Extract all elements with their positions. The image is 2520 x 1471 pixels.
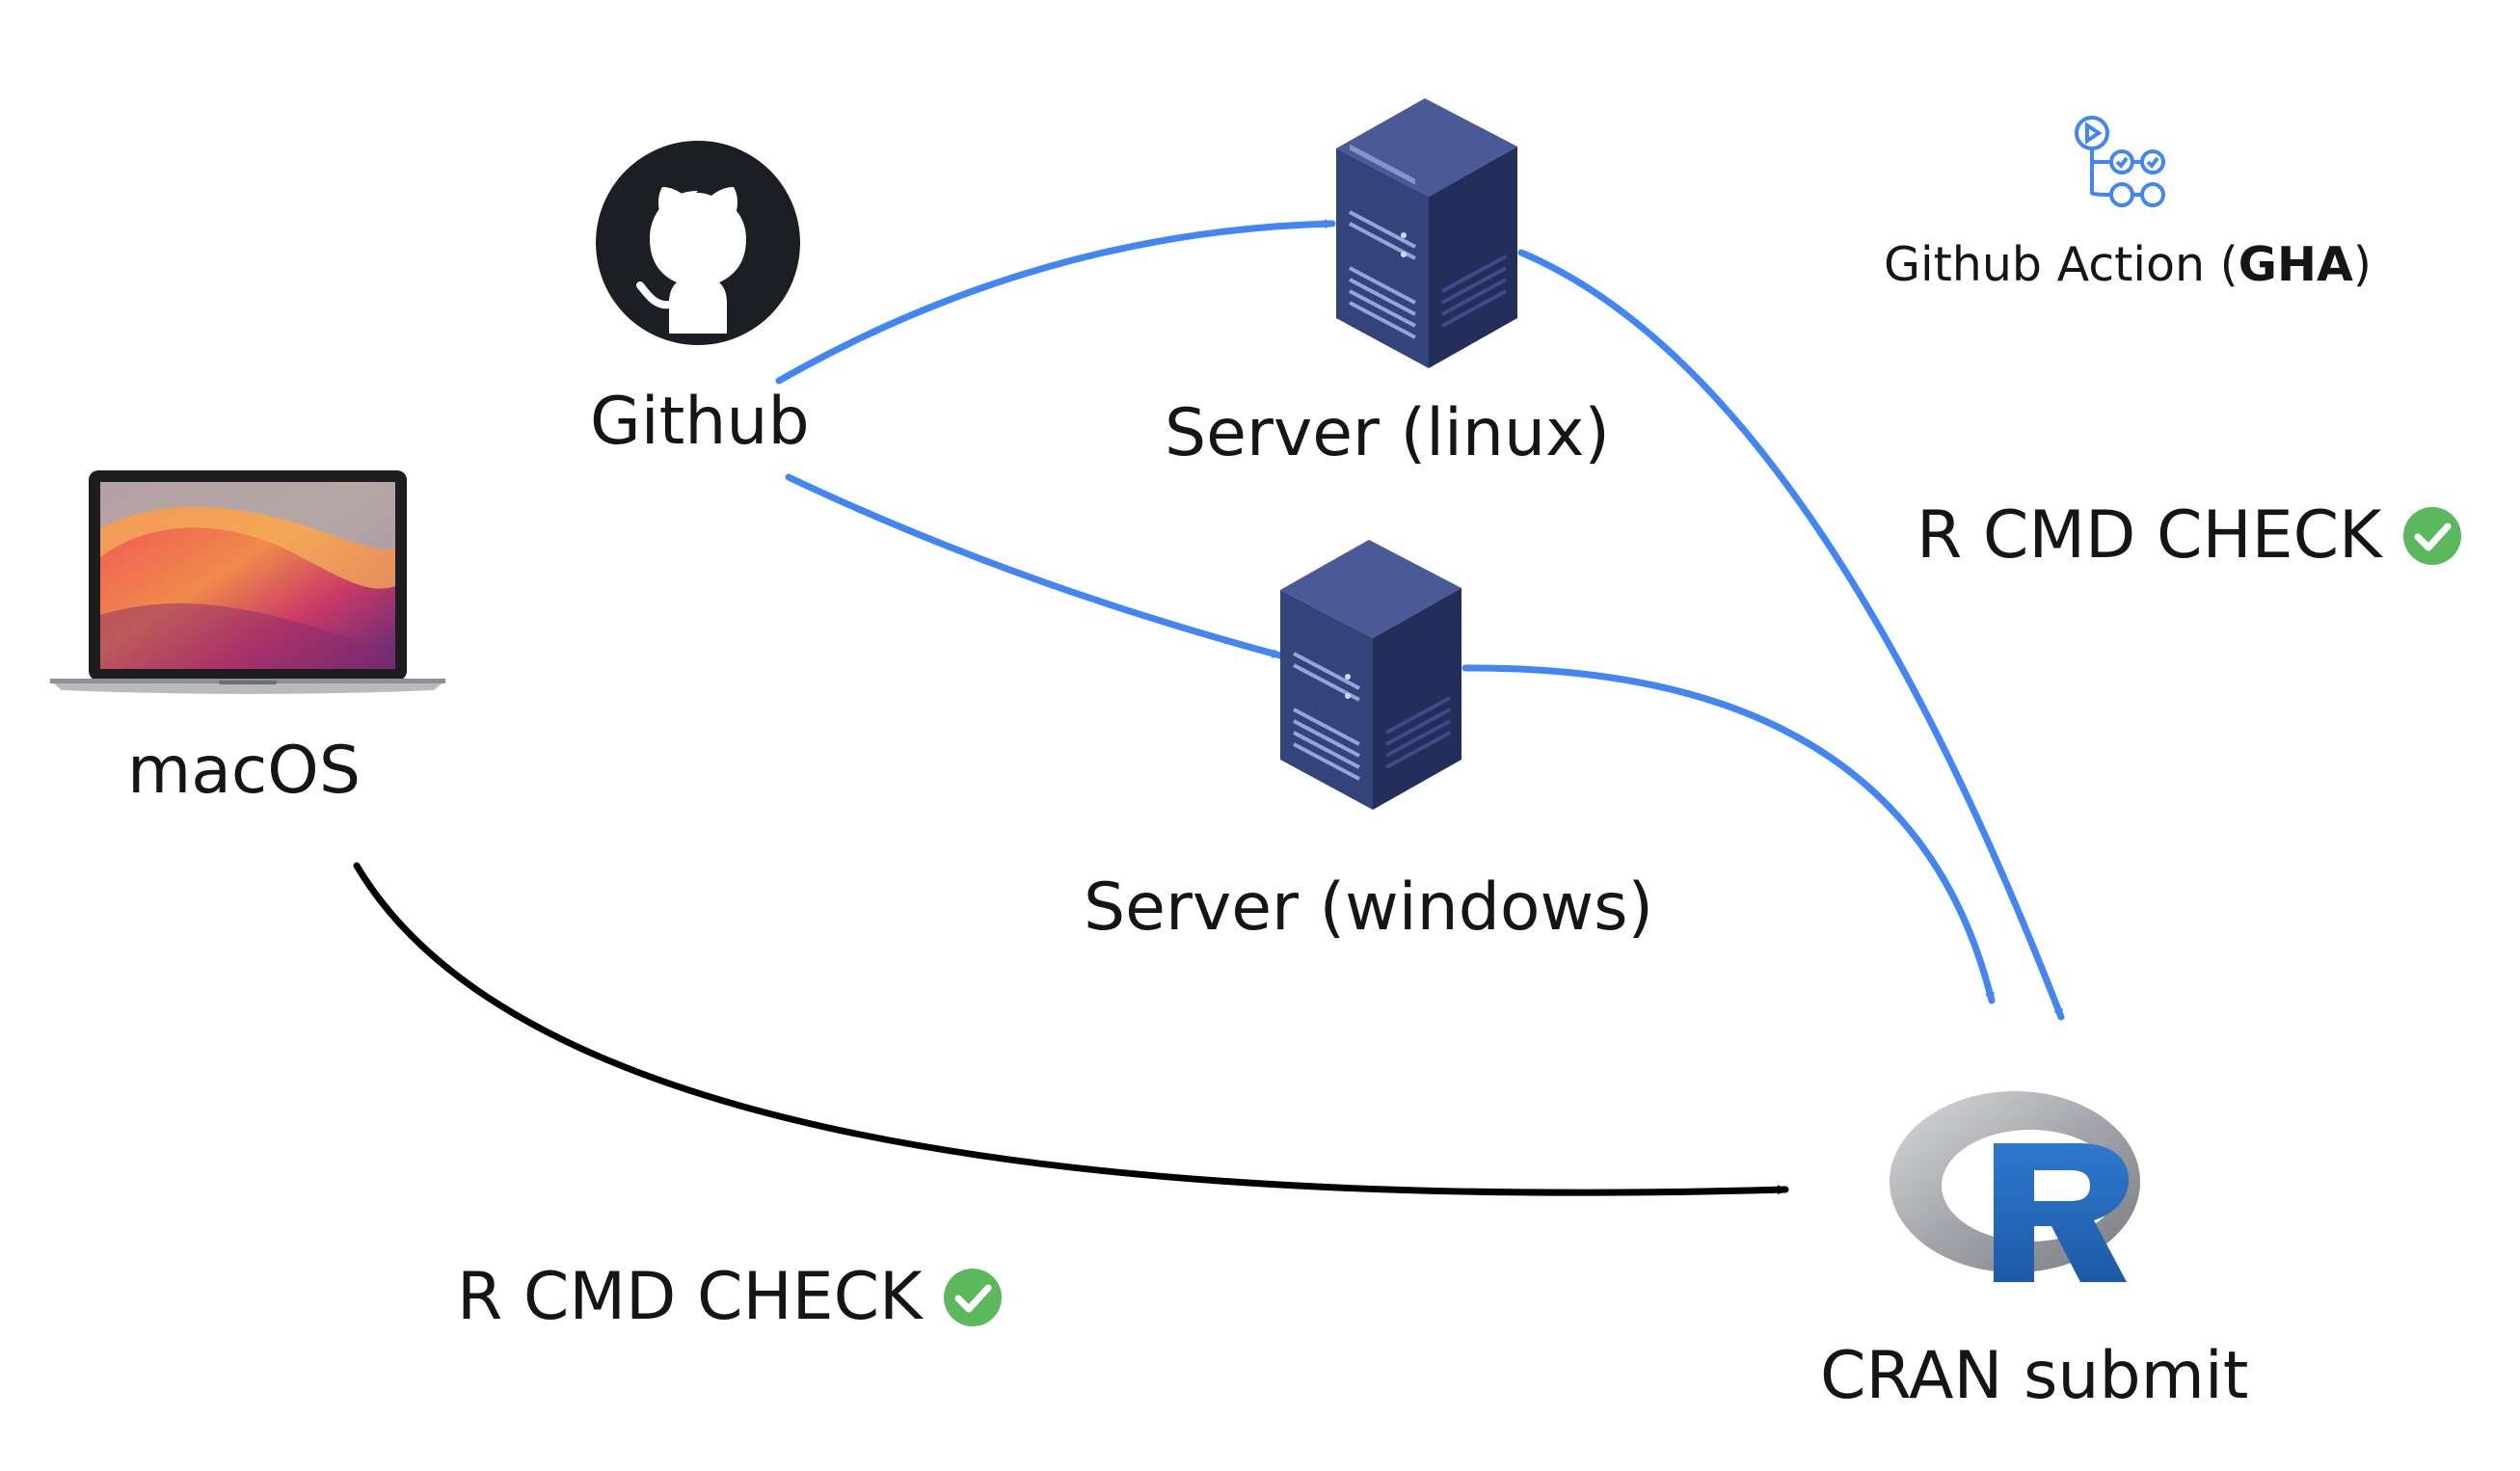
gha-check-status: R CMD CHECK [1917,497,2463,574]
github-actions-workflow-icon [2075,116,2165,207]
local-check-status: R CMD CHECK [457,1259,1004,1335]
macos-label: macOS [127,733,361,809]
cran-submit-label: CRAN submit [1820,1338,2249,1414]
gha-check-text: R CMD CHECK [1917,497,2382,574]
github-label: Github [590,384,810,460]
arrow-linux-to-cran [1517,249,2065,1021]
server-icon-linux [1336,98,1517,368]
server-windows-label: Server (windows) [1084,869,1654,946]
arrow-github-to-windows [785,473,1284,659]
gha-label-prefix: Github Action ( [1884,237,2239,292]
r-logo-icon [1890,1091,2140,1282]
macbook-laptop-icon [50,470,445,694]
server-icon-windows [1280,540,1461,810]
arrow-macos-to-cran [353,862,1789,1196]
arrow-windows-to-cran [1461,664,1996,1004]
server-linux-label: Server (linux) [1165,395,1610,471]
gha-label-abbr: GHA [2238,237,2353,292]
gha-label-suffix: ) [2352,237,2373,292]
local-check-text: R CMD CHECK [457,1259,923,1335]
arrow-github-to-linux [775,219,1336,385]
check-circle-icon [2402,506,2461,565]
github-octocat-icon [596,141,800,345]
check-circle-icon [943,1268,1002,1326]
gha-label: Github Action (GHA) [1884,237,2372,292]
